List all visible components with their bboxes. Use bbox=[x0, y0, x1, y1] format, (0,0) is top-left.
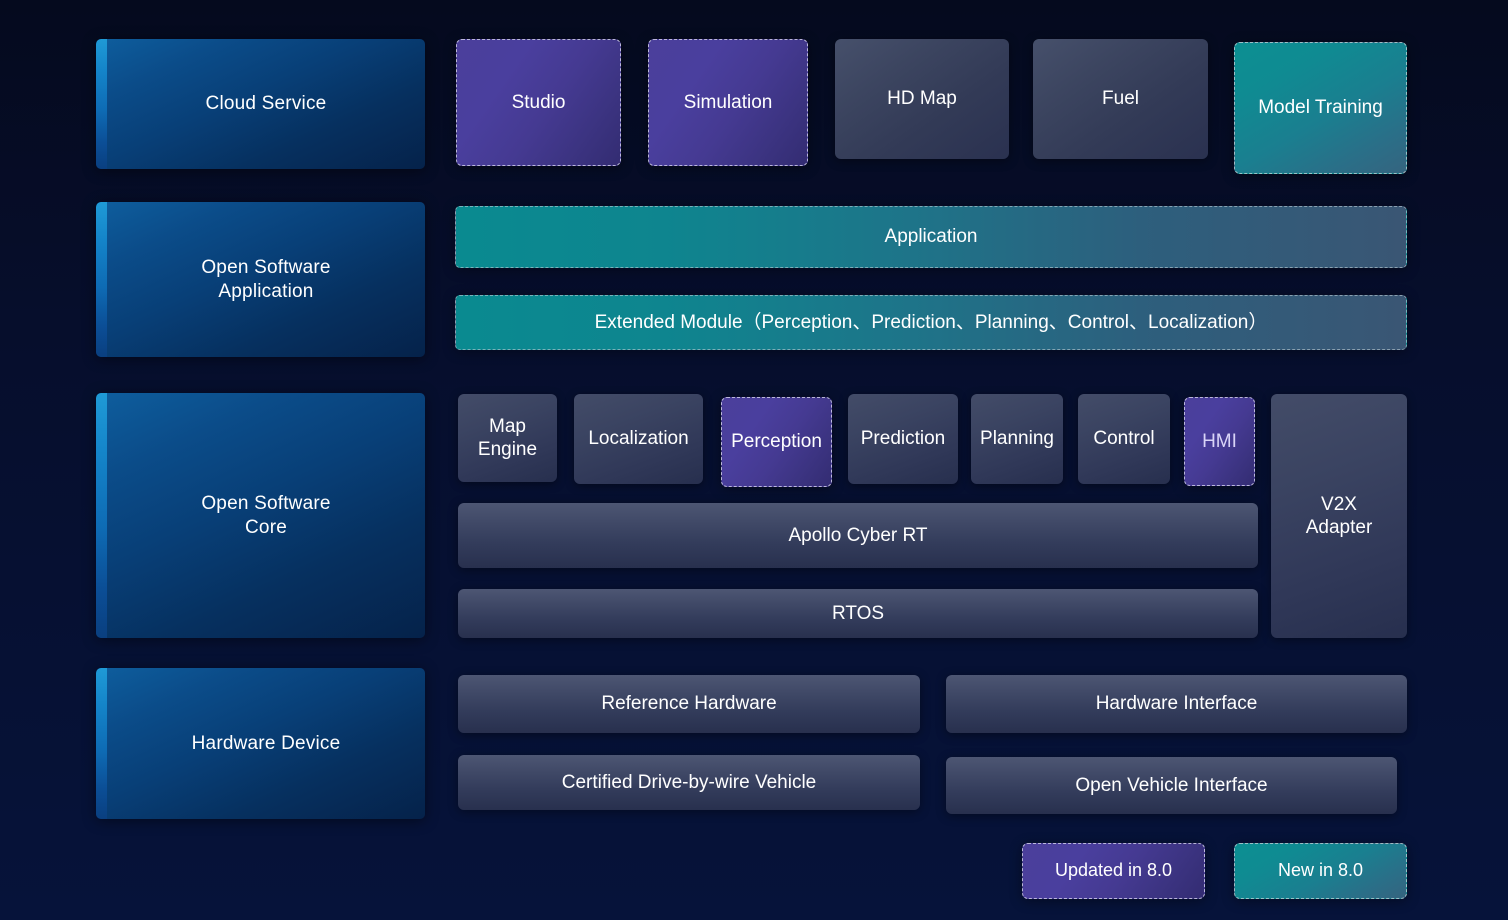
module-hmi[interactable]: HMI bbox=[1184, 397, 1255, 486]
module-label: HMI bbox=[1202, 430, 1237, 452]
card-simulation[interactable]: Simulation bbox=[648, 39, 808, 166]
card-open-vehicle-interface[interactable]: Open Vehicle Interface bbox=[946, 757, 1397, 814]
card-label: Reference Hardware bbox=[601, 693, 777, 715]
module-label: Planning bbox=[980, 428, 1054, 450]
layer-label-cloud-service[interactable]: Cloud Service bbox=[96, 39, 425, 169]
layer-accent-bar bbox=[96, 202, 107, 357]
layer-label-open-software-core[interactable]: Open Software Core bbox=[96, 393, 425, 638]
bar-label: Apollo Cyber RT bbox=[788, 524, 928, 546]
legend-updated-in-8[interactable]: Updated in 8.0 bbox=[1022, 843, 1205, 899]
panel-label: V2X Adapter bbox=[1306, 493, 1373, 539]
card-studio[interactable]: Studio bbox=[456, 39, 621, 166]
card-certified-drive-by-wire-vehicle[interactable]: Certified Drive-by-wire Vehicle bbox=[458, 755, 920, 810]
layer-label-text: Open Software Application bbox=[190, 256, 330, 302]
legend-new-in-8[interactable]: New in 8.0 bbox=[1234, 843, 1407, 899]
module-map-engine[interactable]: Map Engine bbox=[458, 394, 557, 482]
bar-application[interactable]: Application bbox=[455, 206, 1407, 268]
card-label: Fuel bbox=[1102, 88, 1139, 110]
module-label: Map Engine bbox=[478, 415, 537, 461]
card-hd-map[interactable]: HD Map bbox=[835, 39, 1009, 159]
bar-label: Application bbox=[884, 226, 978, 248]
module-label: Control bbox=[1093, 428, 1155, 450]
layer-label-text: Hardware Device bbox=[191, 732, 341, 754]
card-model-training[interactable]: Model Training bbox=[1234, 42, 1407, 174]
card-label: Simulation bbox=[683, 91, 773, 113]
panel-v2x-adapter[interactable]: V2X Adapter bbox=[1271, 394, 1407, 638]
layer-label-open-software-application[interactable]: Open Software Application bbox=[96, 202, 425, 357]
layer-label-text: Cloud Service bbox=[205, 93, 327, 115]
card-label: Studio bbox=[511, 91, 566, 113]
bar-extended-module[interactable]: Extended Module（Perception、Prediction、Pl… bbox=[455, 295, 1407, 350]
module-label: Prediction bbox=[860, 428, 946, 450]
panel-label-line1: V2X bbox=[1321, 493, 1357, 515]
module-label-line1: Map bbox=[489, 415, 526, 437]
legend-label: Updated in 8.0 bbox=[1054, 860, 1173, 881]
layer-label-line2: Application bbox=[218, 280, 314, 302]
layer-accent-bar bbox=[96, 393, 107, 638]
layer-label-line2: Core bbox=[245, 516, 287, 538]
card-label: Hardware Interface bbox=[1095, 693, 1258, 715]
panel-label-line2: Adapter bbox=[1305, 517, 1373, 538]
layer-label-hardware-device[interactable]: Hardware Device bbox=[96, 668, 425, 819]
module-planning[interactable]: Planning bbox=[971, 394, 1063, 484]
module-label-line2: Engine bbox=[477, 439, 538, 460]
card-label: HD Map bbox=[887, 88, 957, 110]
bar-apollo-cyber-rt[interactable]: Apollo Cyber RT bbox=[458, 503, 1258, 568]
layer-accent-bar bbox=[96, 668, 107, 819]
module-label: Localization bbox=[588, 428, 689, 450]
layer-label-line1: Open Software bbox=[201, 257, 331, 279]
layer-label-line1: Open Software bbox=[201, 493, 331, 515]
card-label: Certified Drive-by-wire Vehicle bbox=[561, 771, 817, 793]
module-control[interactable]: Control bbox=[1078, 394, 1170, 484]
layer-label-text: Open Software Core bbox=[190, 492, 330, 538]
layer-accent-bar bbox=[96, 39, 107, 169]
card-reference-hardware[interactable]: Reference Hardware bbox=[458, 675, 920, 733]
legend-label: New in 8.0 bbox=[1277, 860, 1364, 881]
card-label: Model Training bbox=[1258, 97, 1383, 119]
bar-label: Extended Module（Perception、Prediction、Pl… bbox=[594, 311, 1268, 333]
card-fuel[interactable]: Fuel bbox=[1033, 39, 1208, 159]
module-localization[interactable]: Localization bbox=[574, 394, 703, 484]
card-hardware-interface[interactable]: Hardware Interface bbox=[946, 675, 1407, 733]
bar-rtos[interactable]: RTOS bbox=[458, 589, 1258, 638]
module-perception[interactable]: Perception bbox=[721, 397, 832, 487]
module-label: Perception bbox=[731, 431, 822, 453]
card-label: Open Vehicle Interface bbox=[1075, 774, 1268, 796]
bar-label: RTOS bbox=[831, 602, 885, 624]
module-prediction[interactable]: Prediction bbox=[848, 394, 958, 484]
